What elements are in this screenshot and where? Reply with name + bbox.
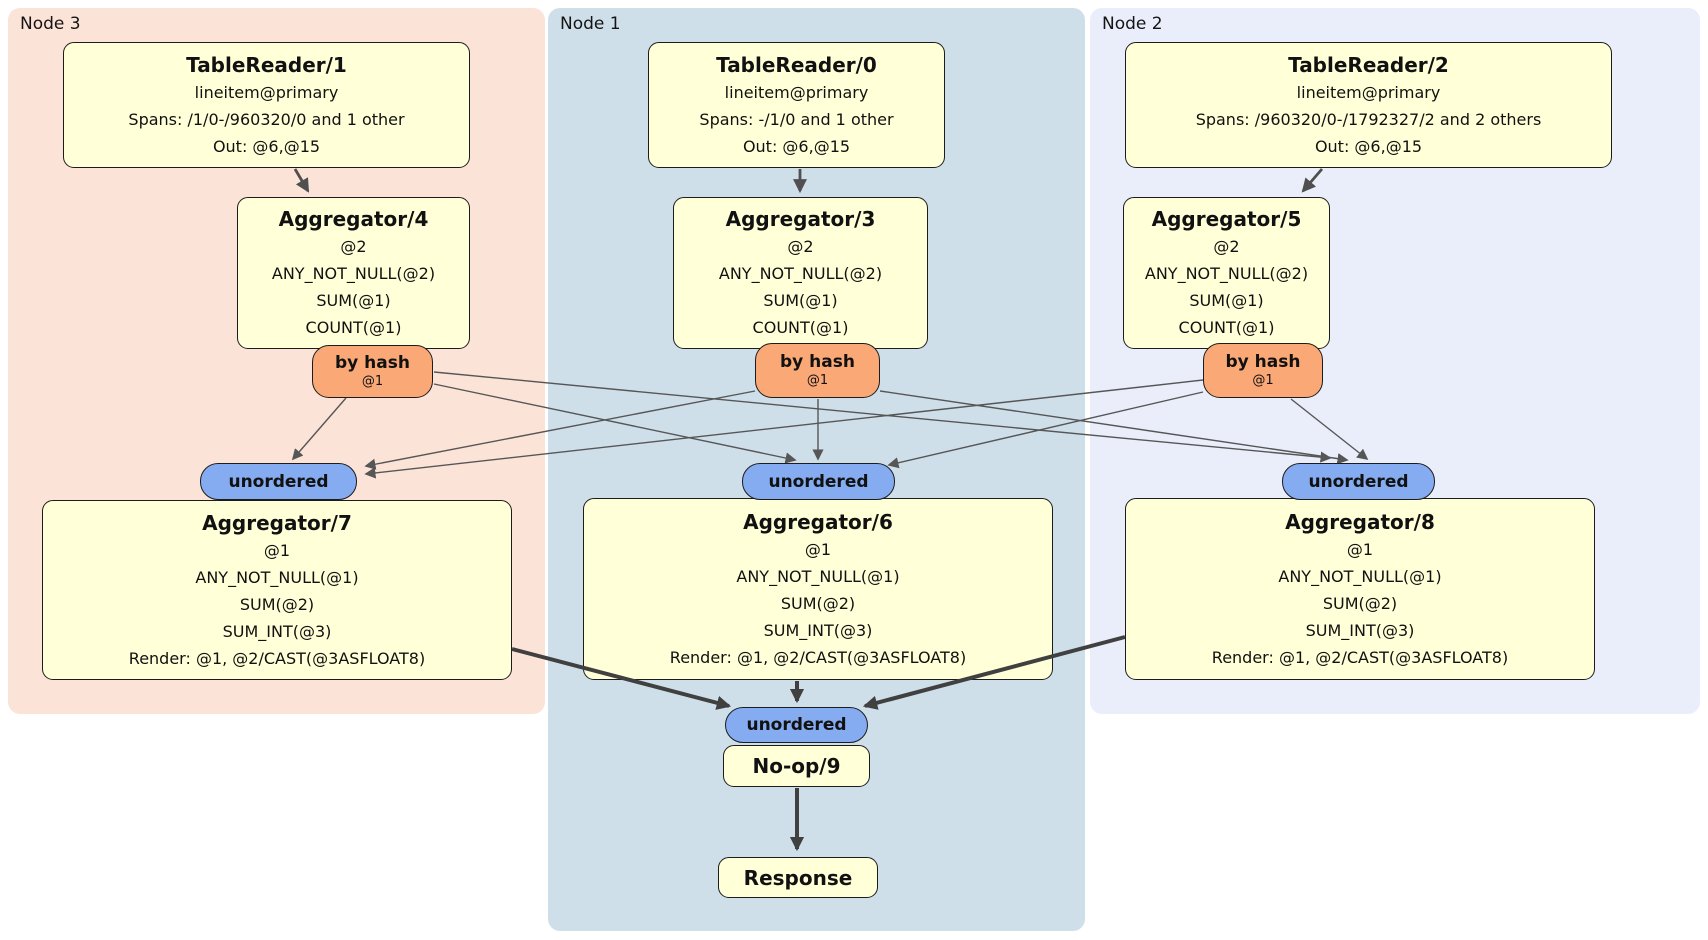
processor-line: ANY_NOT_NULL(@1) [736,566,900,586]
processor-aggregator-6: Aggregator/6 @1 ANY_NOT_NULL(@1) SUM(@2)… [583,498,1053,680]
processor-tablereader-2: TableReader/2 lineitem@primary Spans: /9… [1125,42,1612,168]
router-by-hash-node2: by hash @1 [1203,343,1323,398]
processor-line: Render: @1, @2/CAST(@3ASFLOAT8) [1211,647,1509,667]
sync-unordered-node2: unordered [1282,463,1435,500]
router-label: by hash [780,352,855,372]
processor-line: Render: @1, @2/CAST(@3ASFLOAT8) [669,647,967,667]
processor-line: ANY_NOT_NULL(@1) [195,567,359,587]
processor-line: lineitem@primary [724,82,869,102]
sync-unordered-node1: unordered [742,463,895,500]
processor-line: ANY_NOT_NULL(@2) [718,264,883,283]
processor-tablereader-1: TableReader/1 lineitem@primary Spans: /1… [63,42,470,168]
sync-unordered-final: unordered [725,707,868,743]
processor-line: @1 [804,539,832,559]
processor-line: COUNT(@1) [1178,318,1275,337]
processor-line: SUM_INT(@3) [763,620,873,640]
processor-aggregator-4: Aggregator/4 @2 ANY_NOT_NULL(@2) SUM(@1)… [237,197,470,349]
processor-title: No-op/9 [752,754,841,778]
processor-line: COUNT(@1) [305,318,402,337]
processor-aggregator-5: Aggregator/5 @2 ANY_NOT_NULL(@2) SUM(@1)… [1123,197,1330,349]
processor-line: Out: @6,@15 [212,136,321,156]
processor-line: SUM(@1) [1189,291,1264,310]
processor-aggregator-3: Aggregator/3 @2 ANY_NOT_NULL(@2) SUM(@1)… [673,197,928,349]
processor-line: SUM(@2) [239,594,315,614]
processor-line: Render: @1, @2/CAST(@3ASFLOAT8) [128,648,426,668]
processor-line: @2 [1213,237,1240,256]
processor-aggregator-8: Aggregator/8 @1 ANY_NOT_NULL(@1) SUM(@2)… [1125,498,1595,680]
sync-unordered-node3: unordered [200,463,357,500]
processor-line: SUM(@1) [763,291,838,310]
processor-line: COUNT(@1) [752,318,849,337]
processor-line: Spans: /960320/0-/1792327/2 and 2 others [1195,109,1542,129]
router-label: by hash [1225,352,1301,372]
router-by-hash-node3: by hash @1 [312,345,433,398]
processor-title: Aggregator/3 [725,207,876,231]
processor-title: Response [743,865,853,890]
region-node-3-label: Node 3 [20,14,81,34]
sync-label: unordered [746,715,847,735]
processor-line: @1 [263,540,291,560]
processor-line: Out: @6,@15 [742,136,851,156]
processor-line: @2 [787,237,814,256]
sync-label: unordered [1308,471,1409,492]
processor-tablereader-0: TableReader/0 lineitem@primary Spans: -/… [648,42,945,168]
sync-label: unordered [768,471,869,492]
processor-line: SUM_INT(@3) [222,621,332,641]
processor-title: TableReader/1 [186,52,347,77]
router-detail: @1 [361,374,384,389]
processor-line: @2 [340,237,367,256]
router-by-hash-node1: by hash @1 [755,343,880,398]
processor-title: Aggregator/5 [1151,207,1302,231]
processor-title: TableReader/2 [1288,52,1449,77]
processor-line: ANY_NOT_NULL(@2) [271,264,436,283]
router-detail: @1 [1252,373,1274,388]
processor-title: Aggregator/4 [278,207,429,231]
processor-line: Out: @6,@15 [1314,136,1423,156]
processor-title: TableReader/0 [716,52,877,77]
processor-line: @1 [1346,539,1374,559]
processor-title: Aggregator/7 [202,510,352,535]
processor-no-op-9: No-op/9 [723,745,870,787]
processor-title: Aggregator/6 [743,509,893,534]
processor-line: lineitem@primary [194,82,339,102]
processor-response: Response [718,857,878,898]
processor-aggregator-7: Aggregator/7 @1 ANY_NOT_NULL(@1) SUM(@2)… [42,500,512,680]
processor-line: SUM(@2) [1322,593,1398,613]
processor-line: SUM_INT(@3) [1305,620,1415,640]
processor-line: Spans: /1/0-/960320/0 and 1 other [128,109,405,129]
sync-label: unordered [228,471,329,492]
processor-line: SUM(@2) [780,593,856,613]
processor-line: ANY_NOT_NULL(@1) [1278,566,1442,586]
router-detail: @1 [806,373,829,388]
region-node-2-label: Node 2 [1102,14,1163,34]
processor-line: lineitem@primary [1296,82,1441,102]
region-node-1-label: Node 1 [560,14,621,34]
processor-line: ANY_NOT_NULL(@2) [1144,264,1309,283]
router-label: by hash [335,353,410,373]
processor-title: Aggregator/8 [1285,509,1435,534]
processor-line: SUM(@1) [316,291,391,310]
processor-line: Spans: -/1/0 and 1 other [699,109,894,129]
